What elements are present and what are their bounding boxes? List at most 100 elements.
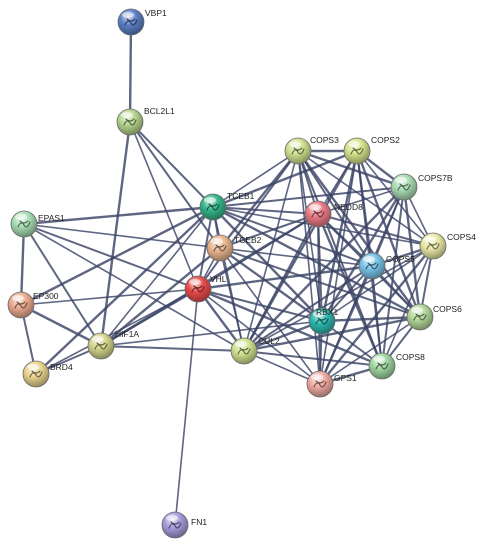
- edge-vhl-rbx1: [197, 288, 323, 322]
- node-highlight: [211, 238, 223, 244]
- protein-structure-icon: [191, 285, 205, 293]
- node-cops7b[interactable]: COPS7B: [390, 173, 453, 201]
- node-cops2[interactable]: COPS2: [343, 135, 400, 165]
- edge-cops5-cops8: [371, 265, 383, 367]
- protein-structure-icon: [237, 347, 251, 355]
- edge-vhl-tceb1: [197, 206, 214, 290]
- edge-cops2-gps1: [319, 150, 358, 385]
- edge-tceb2-rbx1: [218, 246, 324, 323]
- edge-tceb1-nedd8: [212, 206, 319, 215]
- edge-vbp1-bcl2l1: [128, 20, 133, 124]
- protein-structure-icon: [315, 317, 329, 325]
- node-highlight: [309, 204, 321, 210]
- node-cul2[interactable]: CUL2: [230, 336, 280, 365]
- node-label: COPS4: [447, 232, 476, 242]
- edge-bcl2l1-tceb2: [129, 121, 221, 249]
- node-highlight: [189, 279, 201, 285]
- edge-fn1-vhl: [174, 288, 199, 526]
- edge-rbx1-cops4: [321, 245, 434, 322]
- edge-cops2-cops6: [355, 149, 422, 319]
- node-highlight: [313, 311, 325, 317]
- protein-structure-icon: [375, 362, 389, 370]
- node-cops8[interactable]: COPS8: [368, 352, 425, 380]
- node-cops3[interactable]: COPS3: [284, 135, 339, 165]
- protein-structure-icon: [313, 380, 327, 388]
- node-label: BCL2L1: [144, 106, 175, 116]
- node-highlight: [373, 356, 385, 362]
- edge-epas1-vhl: [23, 223, 199, 290]
- protein-structure-icon: [350, 147, 364, 155]
- edge-vhl-nedd8: [197, 213, 319, 290]
- node-label: COPS6: [433, 304, 462, 314]
- node-label: NEDD8: [334, 202, 363, 212]
- node-hif1a[interactable]: HIF1A: [87, 329, 139, 360]
- node-label: EPAS1: [38, 213, 65, 223]
- edge-cops3-cops5: [297, 150, 373, 267]
- edge-bcl2l1-tceb1: [129, 121, 214, 208]
- node-highlight: [12, 295, 24, 301]
- node-vhl[interactable]: VHL: [184, 274, 227, 303]
- edge-bcl2l1-vhl: [129, 121, 199, 290]
- edge-cul2-cops5: [243, 265, 373, 352]
- edge-rbx1-cops7b: [320, 185, 406, 323]
- node-epas1[interactable]: EPAS1: [10, 210, 65, 238]
- node-label: GPS1: [334, 373, 357, 383]
- protein-structure-icon: [94, 342, 108, 350]
- node-gps1[interactable]: GPS1: [306, 370, 357, 398]
- edge-cops2-cops4: [356, 150, 434, 247]
- node-label: VHL: [210, 274, 227, 284]
- node-rbx1[interactable]: RBX1: [308, 307, 338, 335]
- node-label: CUL2: [258, 336, 280, 346]
- edge-epas1-tceb1: [22, 205, 215, 226]
- node-highlight: [121, 112, 133, 118]
- edge-hif1a-tceb2: [99, 246, 222, 348]
- node-bcl2l1[interactable]: BCL2L1: [116, 106, 175, 136]
- node-tceb1[interactable]: TCEB1: [199, 191, 255, 221]
- edge-cul2-cops6: [242, 315, 422, 353]
- node-highlight: [411, 307, 423, 313]
- edge-hif1a-tceb1: [100, 206, 214, 347]
- node-highlight: [122, 12, 134, 18]
- edge-brd4-tceb1: [34, 205, 215, 376]
- edge-tceb2-cul2: [219, 247, 245, 352]
- node-label: COPS7B: [418, 173, 453, 183]
- node-brd4[interactable]: BRD4: [22, 360, 73, 388]
- node-label: COPS2: [371, 135, 400, 145]
- node-highlight: [348, 141, 360, 147]
- edge-tceb1-cops2: [211, 149, 359, 209]
- edge-cops5-gps1: [318, 264, 374, 386]
- node-fn1[interactable]: FN1: [161, 511, 207, 539]
- node-highlight: [424, 236, 436, 242]
- protein-structure-icon: [29, 370, 43, 378]
- protein-structure-icon: [206, 203, 220, 211]
- node-highlight: [235, 341, 247, 347]
- node-label: TCEB1: [227, 191, 255, 201]
- node-vbp1[interactable]: VBP1: [117, 8, 167, 36]
- edge-cul2-cops3: [243, 150, 299, 352]
- node-label: COPS5: [386, 254, 415, 264]
- node-highlight: [363, 256, 375, 262]
- node-tceb2[interactable]: TCEB2: [206, 234, 262, 262]
- node-nedd8[interactable]: NEDD8: [304, 200, 363, 228]
- node-ep300[interactable]: EP300: [7, 291, 59, 319]
- node-label: TCEB2: [234, 235, 262, 245]
- edge-epas1-tceb2: [23, 223, 221, 249]
- node-label: VBP1: [145, 8, 167, 18]
- protein-structure-icon: [168, 521, 182, 529]
- edge-cul2-cops2: [242, 149, 359, 353]
- node-cops6[interactable]: COPS6: [406, 303, 462, 331]
- node-cops4[interactable]: COPS4: [419, 232, 476, 260]
- edge-cops3-cops7b: [296, 149, 406, 189]
- edge-vhl-cops8: [196, 287, 384, 368]
- node-cops5[interactable]: COPS5: [358, 252, 415, 280]
- protein-structure-icon: [14, 301, 28, 309]
- protein-structure-icon: [123, 118, 137, 126]
- protein-structure-icon: [17, 220, 31, 228]
- protein-structure-icon: [397, 183, 411, 191]
- protein-structure-icon: [413, 313, 427, 321]
- node-label: BRD4: [50, 362, 73, 372]
- edge-cops4-cops8: [381, 245, 434, 367]
- edge-epas1-ep300: [19, 222, 26, 307]
